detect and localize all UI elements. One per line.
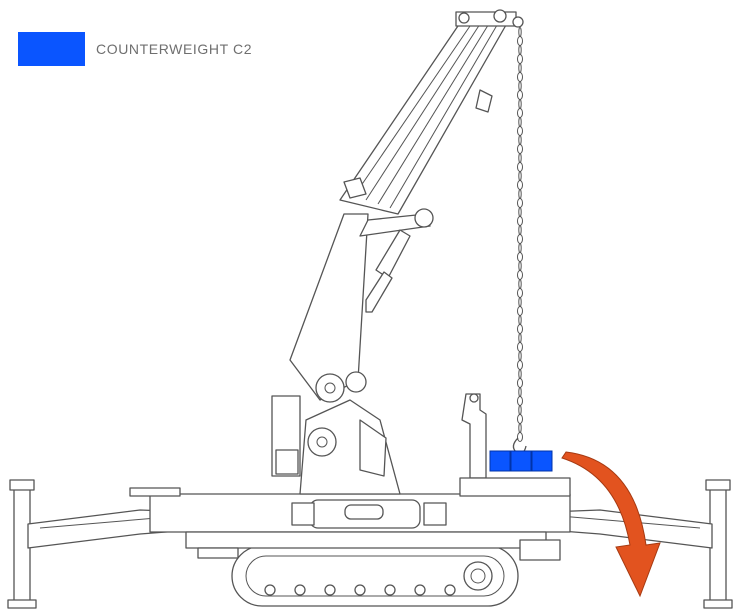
chain-link (518, 45, 522, 55)
track-roller (354, 584, 366, 596)
track-roller (444, 584, 456, 596)
chain-link (517, 54, 523, 64)
chain-link (518, 243, 522, 253)
track-roller (414, 584, 426, 596)
chain-link (517, 198, 523, 208)
counterweight-block-1 (489, 450, 511, 472)
track-roller (294, 584, 306, 596)
chain-link (518, 405, 522, 415)
chain-link (517, 234, 523, 244)
main-boom (289, 208, 434, 403)
chain-link (518, 81, 522, 91)
chain-link (517, 270, 523, 280)
chain-link (518, 297, 522, 307)
chain-link (517, 360, 523, 370)
chain-link (517, 378, 523, 388)
chain-link (518, 333, 522, 343)
chain-link (518, 117, 522, 127)
chain-link (517, 252, 523, 262)
counterweight-mount (459, 393, 571, 497)
track-roller (264, 584, 276, 596)
chain-link (518, 423, 522, 433)
track-roller (324, 584, 336, 596)
chain-link (517, 432, 523, 442)
chain-link (517, 162, 523, 172)
chain-link (518, 27, 522, 37)
chain-link (518, 261, 522, 271)
chain-link (518, 63, 522, 73)
chain-link (517, 216, 523, 226)
chain-link (517, 324, 523, 334)
hook-chain (512, 27, 527, 454)
chain-link (517, 36, 523, 46)
chain-link (518, 171, 522, 181)
chain-link (518, 369, 522, 379)
counterweight-block-3 (531, 450, 553, 472)
chain-link (518, 225, 522, 235)
legend-swatch (18, 32, 85, 66)
turret (271, 395, 401, 495)
rotation-arrow (561, 451, 661, 598)
chain-link (517, 90, 523, 100)
counterweight-c2 (489, 450, 553, 472)
chassis (129, 487, 571, 561)
chain-link (518, 153, 522, 163)
chain-link (517, 288, 523, 298)
chain-link (518, 315, 522, 325)
chain-link (517, 180, 523, 190)
chain-link (517, 108, 523, 118)
chain-link (517, 126, 523, 136)
chain-link (518, 351, 522, 361)
chain-link (518, 189, 522, 199)
chain-link (518, 279, 522, 289)
chain-link (518, 135, 522, 145)
legend: COUNTERWEIGHT C2 (18, 32, 252, 66)
legend-label: COUNTERWEIGHT C2 (96, 41, 253, 57)
track-roller (384, 584, 396, 596)
chain-link (518, 207, 522, 217)
telescopic-jib (339, 9, 524, 215)
chain-link (517, 396, 523, 406)
chain-link (517, 342, 523, 352)
chain-link (517, 72, 523, 82)
counterweight-block-2 (510, 450, 532, 472)
chain-link (518, 387, 522, 397)
crawler-track (231, 545, 519, 607)
chain-link (517, 144, 523, 154)
chain-link (517, 414, 523, 424)
chain-link (517, 306, 523, 316)
chain-link (518, 99, 522, 109)
